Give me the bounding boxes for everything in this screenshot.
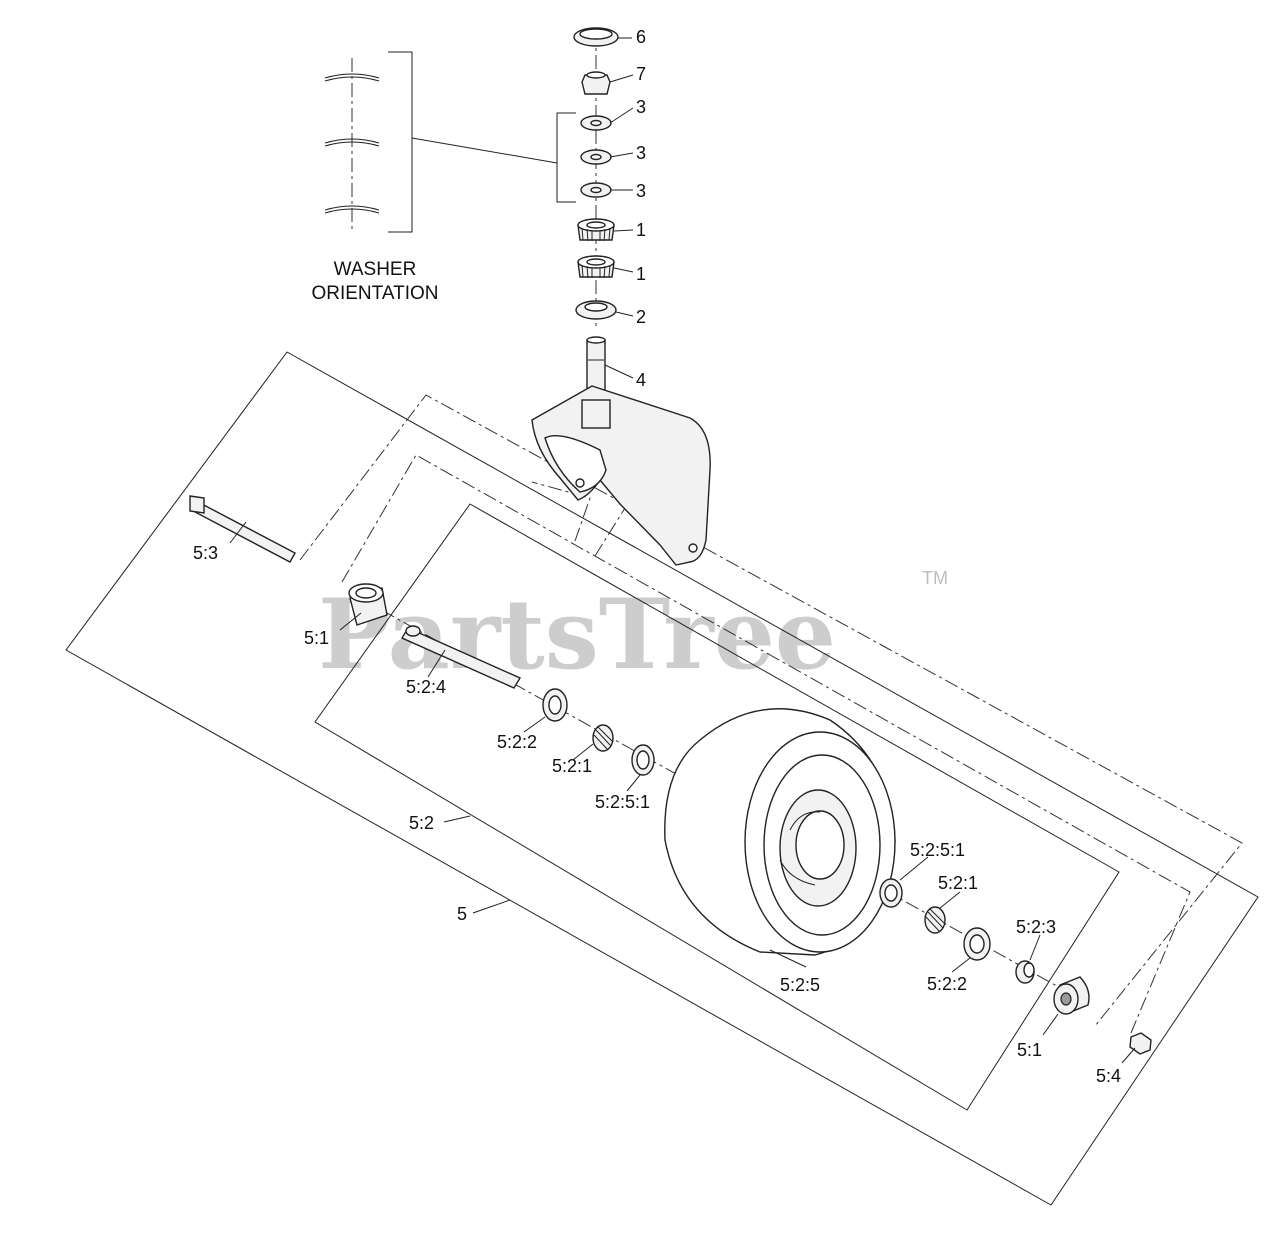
- callout-6: 6: [636, 27, 646, 47]
- callout-3-mid: 3: [636, 143, 646, 163]
- spacer-5-1-right: [1053, 976, 1090, 1015]
- callout-5-3: 5:3: [193, 543, 218, 563]
- spindle-collar: [581, 399, 611, 429]
- caption-orientation: ORIENTATION: [311, 283, 438, 304]
- washer-3-bottom: [580, 182, 612, 198]
- spindle-stack: [573, 27, 619, 413]
- bearing-1-top: [577, 218, 615, 242]
- callout-5-2-1-left: 5:2:1: [552, 756, 592, 776]
- washer-orientation-inset: WASHER ORIENTATION: [311, 51, 576, 304]
- callout-5-2-1-right: 5:2:1: [938, 873, 978, 893]
- axle-path-5-3: [299, 394, 1243, 1027]
- seal-2: [575, 300, 617, 320]
- fork-body: [531, 385, 711, 566]
- assembly-frames: [65, 351, 1259, 1206]
- fork-link: [531, 481, 591, 542]
- washer-group-bracket: [556, 112, 576, 203]
- seal-5-2-2-right: [963, 927, 991, 961]
- callout-7: 7: [636, 64, 646, 84]
- callout-5-4: 5:4: [1096, 1066, 1121, 1086]
- inset-bracket: [388, 51, 413, 233]
- callout-labels: 6 7 3 3 3 1 1 2 4 5:3 5:1 5:2:4 5:2:2 5:…: [193, 27, 1121, 1086]
- callout-3-bottom: 3: [636, 181, 646, 201]
- bearing-5-2-1-left: [592, 724, 614, 752]
- callout-5-2-3: 5:2:3: [1016, 917, 1056, 937]
- caption-washer: WASHER: [334, 259, 417, 280]
- frame-5-2: [314, 503, 1120, 1111]
- callout-2: 2: [636, 307, 646, 327]
- locknut-5-4: [1129, 1032, 1152, 1055]
- locknut-7: [581, 71, 611, 95]
- inner-tube-5-2-4: [400, 625, 522, 689]
- wheel-tire-5-2-5: [664, 708, 896, 956]
- washer-profile-3: [324, 205, 380, 214]
- callout-5-2-4: 5:2:4: [406, 677, 446, 697]
- spacer-5-2-3: [1015, 960, 1035, 984]
- watermark-text: PartsTree: [318, 578, 836, 691]
- callout-1-bottom: 1: [636, 264, 646, 284]
- callout-5: 5: [457, 904, 467, 924]
- washer-3-mid: [580, 149, 612, 165]
- dust-cap-6: [573, 27, 619, 47]
- frame-5: [65, 351, 1259, 1206]
- axle-bolt-5-3: [189, 495, 296, 563]
- watermark-tm: TM: [922, 568, 948, 588]
- leader-lines: [229, 37, 1136, 1064]
- fork-hole-left: [575, 478, 585, 488]
- washer-profile-2: [324, 138, 380, 147]
- callout-1-top: 1: [636, 220, 646, 240]
- race-5-2-5-1-left: [631, 744, 655, 776]
- fork-cutout: [544, 435, 607, 493]
- washer-3-top: [580, 115, 612, 131]
- callout-5-1-left: 5:1: [304, 628, 329, 648]
- axle-path-5-4: [341, 454, 1191, 1034]
- callout-5-2-5: 5:2:5: [780, 975, 820, 995]
- washer-profile-1: [324, 73, 380, 82]
- callout-5-1-right: 5:1: [1017, 1040, 1042, 1060]
- race-5-2-5-1-right: [879, 878, 903, 908]
- bearing-5-2-1-right: [924, 906, 946, 934]
- callout-5-2: 5:2: [409, 813, 434, 833]
- callout-4: 4: [636, 370, 646, 390]
- callout-3-top: 3: [636, 97, 646, 117]
- seal-5-2-2-left: [542, 688, 568, 722]
- callout-5-2-5-1-right: 5:2:5:1: [910, 840, 965, 860]
- callout-5-2-2-right: 5:2:2: [927, 974, 967, 994]
- fork-hole-right: [688, 543, 698, 553]
- caster-fork: [531, 385, 711, 566]
- callout-5-2-5-1-left: 5:2:5:1: [595, 792, 650, 812]
- bearing-1-bottom: [577, 255, 615, 279]
- inset-leader: [411, 137, 558, 164]
- spacer-5-1-left: [348, 583, 388, 626]
- callout-5-2-2-left: 5:2:2: [497, 732, 537, 752]
